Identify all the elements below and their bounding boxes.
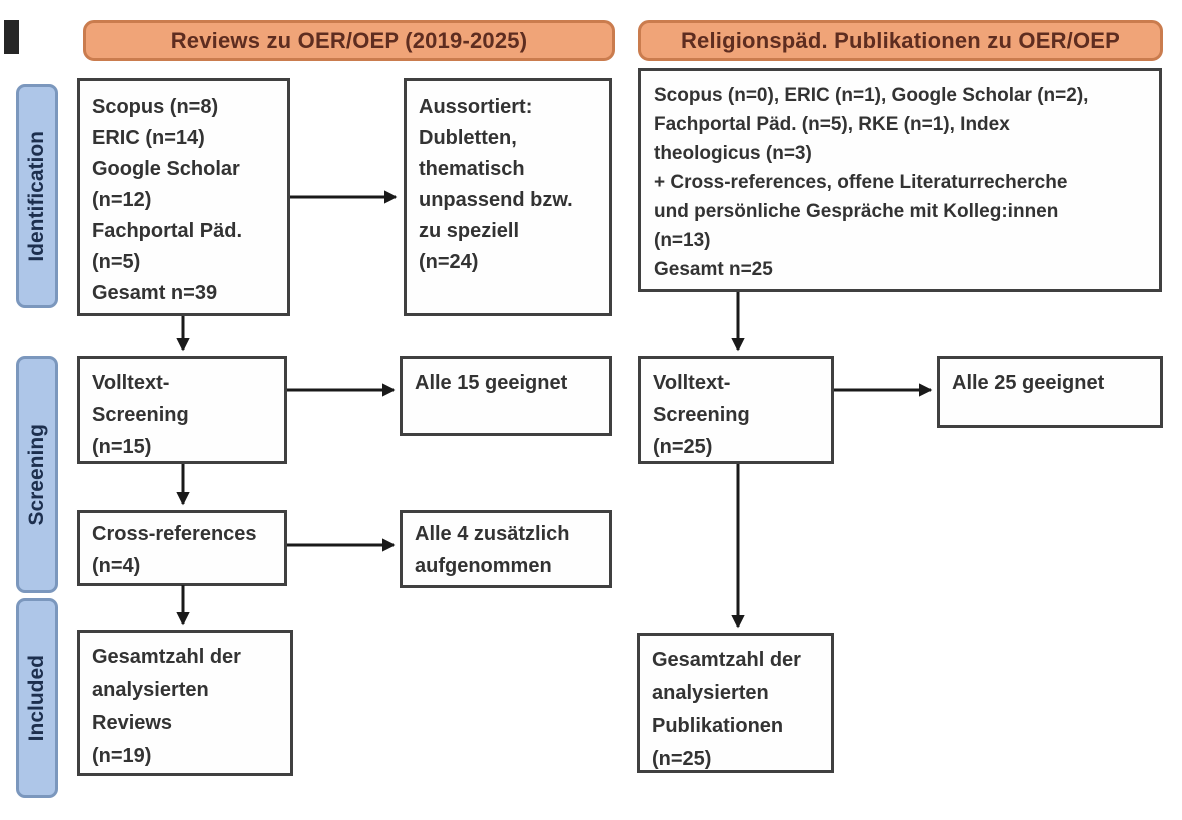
box-text-line: (n=5) xyxy=(92,251,141,273)
box-text-line: Aussortiert: xyxy=(419,96,533,118)
box-left-fulltext-result: Alle 15 geeignet xyxy=(400,356,612,436)
box-text-line: Gesamtzahl der xyxy=(92,646,241,668)
box-text-line: Fachportal Päd. (n=5), RKE (n=1), Index xyxy=(654,114,1010,135)
box-left-crossreferences: Cross-references (n=4) xyxy=(77,510,287,586)
box-text-line: Alle 4 zusätzlich xyxy=(415,523,570,545)
column-header-reviews: Reviews zu OER/OEP (2019-2025) xyxy=(83,20,615,61)
stage-label-identification: Identification xyxy=(16,84,58,308)
box-text-line: (n=15) xyxy=(92,436,152,458)
box-text-line: theologicus (n=3) xyxy=(654,143,812,164)
box-text-line: unpassend bzw. xyxy=(419,189,573,211)
box-right-fulltext-screening: Volltext- Screening (n=25) xyxy=(638,356,834,464)
box-text-line: thematisch xyxy=(419,158,525,180)
box-text-line: (n=24) xyxy=(419,251,479,273)
box-left-identification-sources: Scopus (n=8) ERIC (n=14) Google Scholar (n=… xyxy=(77,78,290,316)
box-text-line: (n=25) xyxy=(652,748,712,770)
box-text-line: Alle 15 geeignet xyxy=(415,372,568,394)
box-text-line: Gesamt n=25 xyxy=(654,259,773,280)
box-right-fulltext-result: Alle 25 geeignet xyxy=(937,356,1163,428)
box-text-line: Fachportal Päd. xyxy=(92,220,243,242)
box-text-line: Scopus (n=8) xyxy=(92,96,219,118)
box-text-line: analysierten xyxy=(92,679,209,701)
box-text-line: Gesamtzahl der xyxy=(652,649,801,671)
box-text-line: Publikationen xyxy=(652,715,784,737)
box-left-excluded: Aussortiert: Dubletten, thematisch unpassen… xyxy=(404,78,612,316)
column-header-religionspaed-label: Religionspäd. Publikationen zu OER/OEP xyxy=(680,27,1121,53)
box-text-line: (n=13) xyxy=(654,230,711,251)
box-text-line: Reviews xyxy=(92,712,173,734)
box-text-line: aufgenommen xyxy=(415,555,552,577)
box-text-line: zu speziell xyxy=(419,220,520,242)
stage-label-screening: Screening xyxy=(16,356,58,593)
box-text-line: Scopus (n=0), ERIC (n=1), Google Scholar… xyxy=(654,85,1089,106)
box-left-fulltext-screening: Volltext- Screening (n=15) xyxy=(77,356,287,464)
box-text-line: Gesamt n=39 xyxy=(92,282,218,304)
box-text-line: und persönliche Gespräche mit Kolleg:inn… xyxy=(654,201,1059,222)
box-text-line: Cross-references xyxy=(92,523,257,545)
column-header-religionspaed: Religionspäd. Publikationen zu OER/OEP xyxy=(638,20,1163,61)
box-text-line: analysierten xyxy=(652,682,769,704)
box-text-line: (n=4) xyxy=(92,555,141,577)
box-text-line: Screening xyxy=(92,404,189,426)
box-text-line: Volltext- xyxy=(653,372,731,394)
stage-label-included: Included xyxy=(16,598,58,798)
box-text-line: Google Scholar xyxy=(92,158,240,180)
box-text-line: (n=25) xyxy=(653,436,713,458)
box-text-line: (n=19) xyxy=(92,745,152,767)
box-text-line: Alle 25 geeignet xyxy=(952,372,1105,394)
box-text-line: (n=12) xyxy=(92,189,152,211)
box-right-identification-sources: Scopus (n=0), ERIC (n=1), Google Scholar… xyxy=(638,68,1162,292)
column-header-reviews-label: Reviews zu OER/OEP (2019-2025) xyxy=(170,27,528,53)
box-text-line: + Cross-references, offene Literaturrech… xyxy=(654,172,1068,193)
box-text-line: Screening xyxy=(653,404,750,426)
box-text-line: Volltext- xyxy=(92,372,170,394)
box-text-line: ERIC (n=14) xyxy=(92,127,205,149)
scan-artifact-square xyxy=(4,20,19,54)
box-left-crossreferences-result: Alle 4 zusätzlich aufgenommen xyxy=(400,510,612,588)
box-text-line: Dubletten, xyxy=(419,127,517,149)
